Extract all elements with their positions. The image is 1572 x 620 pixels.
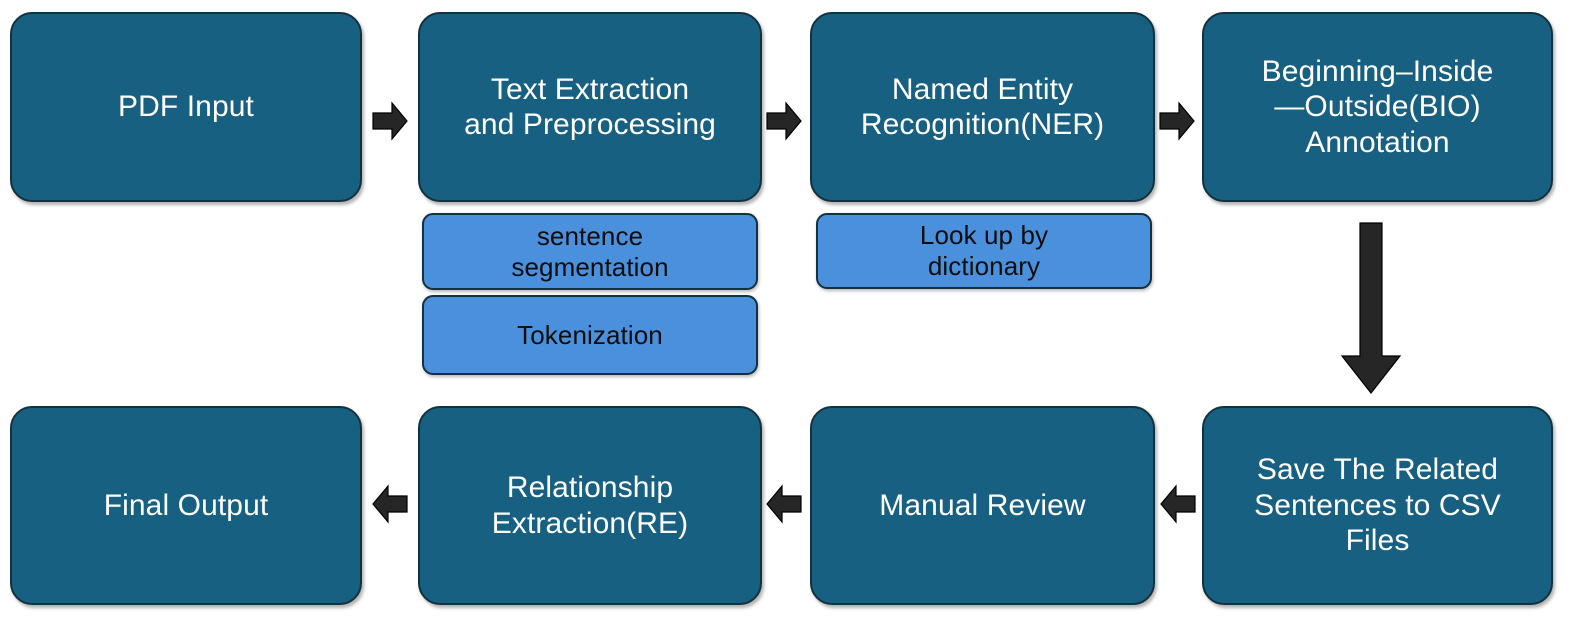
node-label-sentence-segmentation: sentence segmentation — [511, 220, 669, 282]
node-tokenization[interactable]: Tokenization — [422, 295, 758, 375]
node-label-tokenization: Tokenization — [517, 319, 663, 350]
node-label-final-output: Final Output — [103, 488, 269, 522]
arrow-bio-to-save — [1340, 222, 1402, 394]
node-bio-annotation[interactable]: Beginning–Inside —Outside(BIO) Annotatio… — [1202, 12, 1553, 202]
node-ner[interactable]: Named Entity Recognition(NER) — [810, 12, 1155, 202]
node-look-up-by-dictionary[interactable]: Look up by dictionary — [816, 213, 1152, 289]
node-save-csv[interactable]: Save The Related Sentences to CSV Files — [1202, 406, 1553, 605]
node-final-output[interactable]: Final Output — [10, 406, 362, 605]
node-pdf-input[interactable]: PDF Input — [10, 12, 362, 202]
node-text-extraction[interactable]: Text Extraction and Preprocessing — [418, 12, 762, 202]
node-sentence-segmentation[interactable]: sentence segmentation — [422, 213, 758, 290]
arrow-re-to-final — [372, 484, 408, 524]
node-label-ner: Named Entity Recognition(NER) — [860, 72, 1105, 141]
node-label-relationship-extraction: Relationship Extraction(RE) — [491, 471, 689, 540]
node-label-save-csv: Save The Related Sentences to CSV Files — [1254, 453, 1501, 558]
node-label-bio-annotation: Beginning–Inside —Outside(BIO) Annotatio… — [1261, 54, 1494, 159]
arrow-ner-to-bio — [1159, 101, 1195, 141]
node-label-manual-review: Manual Review — [879, 488, 1086, 522]
arrow-pdf-to-text — [372, 101, 408, 141]
node-label-look-up-by-dictionary: Look up by dictionary — [919, 220, 1049, 281]
node-manual-review[interactable]: Manual Review — [810, 406, 1155, 605]
arrow-text-to-ner — [766, 101, 802, 141]
arrow-save-to-review — [1160, 484, 1196, 524]
arrow-review-to-re — [766, 484, 802, 524]
node-relationship-extraction[interactable]: Relationship Extraction(RE) — [418, 406, 762, 605]
node-label-pdf-input: PDF Input — [118, 90, 254, 124]
node-label-text-extraction: Text Extraction and Preprocessing — [464, 72, 716, 141]
